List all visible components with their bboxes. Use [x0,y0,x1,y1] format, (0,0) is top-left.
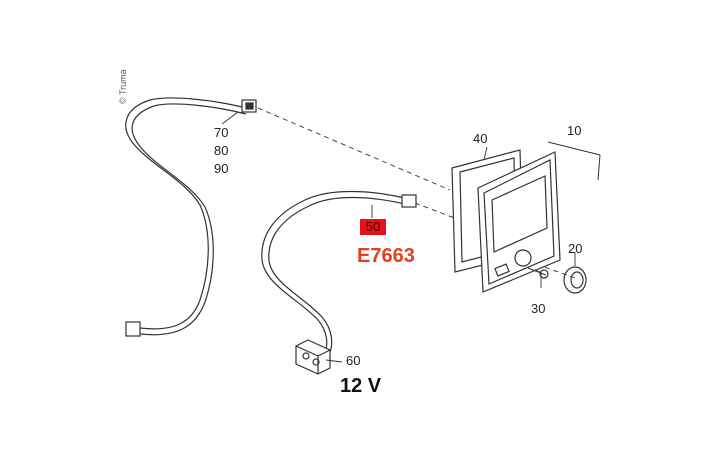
label-30: 30 [531,301,546,316]
label-ticks [221,111,576,363]
part-code: E7663 [357,245,415,267]
label-20: 20 [568,241,583,256]
label-90: 90 [214,161,229,176]
label-50-highlight: 50 [360,219,386,235]
label-70: 70 [214,125,229,140]
voltage-label: 12 V [340,375,382,397]
copyright-text: © Truma [118,69,128,104]
cable-70-80-90 [125,97,257,337]
knob-20 [563,266,587,294]
connector-60 [295,339,331,375]
label-40: 40 [473,131,488,146]
bracket-10 [547,141,601,181]
cable-50 [261,190,417,353]
control-panel-10 [477,151,561,293]
label-60: 60 [346,353,361,368]
label-10: 10 [567,123,582,138]
label-80: 80 [214,143,229,158]
screw-30 [527,267,549,279]
